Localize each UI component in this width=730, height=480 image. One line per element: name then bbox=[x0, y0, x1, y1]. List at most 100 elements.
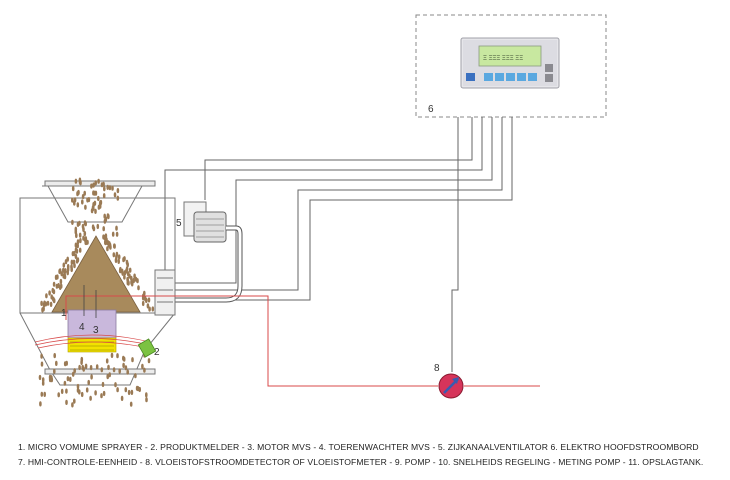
particle bbox=[143, 290, 146, 296]
hmi-button-5[interactable] bbox=[528, 73, 537, 81]
particle bbox=[100, 393, 103, 399]
particle bbox=[112, 252, 116, 258]
particle bbox=[84, 363, 88, 369]
particle bbox=[76, 383, 80, 390]
electrical-cabinet bbox=[415, 14, 607, 118]
label-4: 4 bbox=[79, 322, 85, 333]
particle bbox=[125, 259, 129, 265]
particle bbox=[73, 398, 76, 404]
particle bbox=[60, 271, 63, 277]
flow-meter-pump bbox=[438, 373, 464, 399]
side-channel-blower: 5 bbox=[170, 201, 243, 303]
hmi-button-3[interactable] bbox=[506, 73, 515, 81]
hmi-panel[interactable]: Ξ ΞΞΞ ΞΞΞ ΞΞ bbox=[460, 37, 560, 89]
particle bbox=[102, 193, 106, 199]
particle bbox=[108, 185, 112, 191]
particle bbox=[84, 204, 87, 210]
falling-particles bbox=[38, 177, 155, 408]
particle bbox=[141, 300, 145, 307]
particle bbox=[75, 258, 79, 264]
particle bbox=[43, 391, 46, 397]
particle bbox=[54, 274, 58, 280]
hmi-button-4[interactable] bbox=[517, 73, 526, 81]
particle bbox=[48, 377, 52, 383]
particle bbox=[52, 289, 56, 295]
particle bbox=[62, 267, 65, 273]
motor-mvs bbox=[67, 309, 117, 339]
particle bbox=[134, 373, 137, 379]
particle bbox=[138, 386, 141, 393]
particle bbox=[78, 364, 81, 371]
particle bbox=[65, 399, 68, 405]
particle bbox=[66, 270, 69, 276]
particle bbox=[124, 365, 128, 371]
hmi-button-2[interactable] bbox=[495, 73, 504, 81]
particle bbox=[66, 376, 70, 382]
particle bbox=[40, 391, 44, 397]
particle bbox=[71, 402, 74, 408]
particle bbox=[135, 385, 139, 391]
particle bbox=[145, 397, 148, 403]
particle bbox=[65, 388, 68, 394]
particle bbox=[101, 381, 105, 388]
label-1: 1 bbox=[61, 308, 67, 319]
particle bbox=[64, 268, 67, 274]
hmi-side-button-2[interactable] bbox=[545, 74, 553, 82]
particle bbox=[74, 178, 78, 184]
particle bbox=[60, 388, 64, 394]
hmi-side-button-1[interactable] bbox=[545, 64, 553, 72]
particle bbox=[78, 232, 82, 238]
particle bbox=[76, 243, 79, 249]
particle bbox=[38, 374, 42, 381]
particle bbox=[110, 352, 114, 358]
particle bbox=[130, 281, 134, 287]
legend-line-1: 1. MICRO VOMUME SPRAYER - 2. PRODUKTMELD… bbox=[18, 442, 699, 452]
hmi-button-1[interactable] bbox=[484, 73, 493, 81]
particle bbox=[80, 391, 84, 398]
particle bbox=[111, 185, 114, 191]
particle bbox=[115, 231, 119, 237]
particle bbox=[46, 300, 50, 306]
particle bbox=[129, 401, 133, 407]
particle bbox=[76, 221, 80, 227]
particle bbox=[124, 387, 128, 393]
particle bbox=[58, 268, 61, 275]
particle bbox=[78, 247, 82, 253]
particle bbox=[69, 376, 72, 382]
legend-line-2: 7. HMI-CONTROLE-EENHEID - 8. VLOEISTOFST… bbox=[18, 457, 704, 467]
particle bbox=[126, 278, 130, 284]
particle bbox=[114, 257, 118, 263]
particle bbox=[106, 374, 109, 380]
particle bbox=[73, 197, 77, 203]
particle bbox=[117, 254, 121, 260]
particle bbox=[106, 213, 110, 219]
particle bbox=[133, 273, 136, 279]
label-8: 8 bbox=[434, 363, 440, 374]
particle bbox=[113, 192, 117, 198]
particle bbox=[137, 285, 140, 291]
particle bbox=[126, 369, 129, 375]
particle bbox=[114, 382, 117, 388]
particle bbox=[115, 251, 119, 257]
particle bbox=[40, 361, 44, 367]
particle bbox=[79, 238, 82, 244]
hmi-left-button[interactable] bbox=[466, 73, 475, 81]
particle bbox=[107, 364, 110, 370]
particle bbox=[70, 259, 74, 265]
particle bbox=[65, 360, 68, 366]
particle bbox=[105, 358, 109, 364]
particle bbox=[75, 232, 78, 239]
particle bbox=[52, 281, 56, 287]
particle bbox=[118, 268, 122, 274]
particle bbox=[87, 379, 90, 386]
particle bbox=[104, 216, 108, 222]
particle bbox=[120, 395, 124, 401]
particle bbox=[71, 197, 74, 203]
particle bbox=[113, 243, 116, 249]
particle bbox=[106, 246, 109, 252]
particle bbox=[45, 293, 48, 299]
particle bbox=[62, 262, 66, 268]
particle bbox=[148, 306, 151, 312]
particle bbox=[53, 368, 56, 374]
